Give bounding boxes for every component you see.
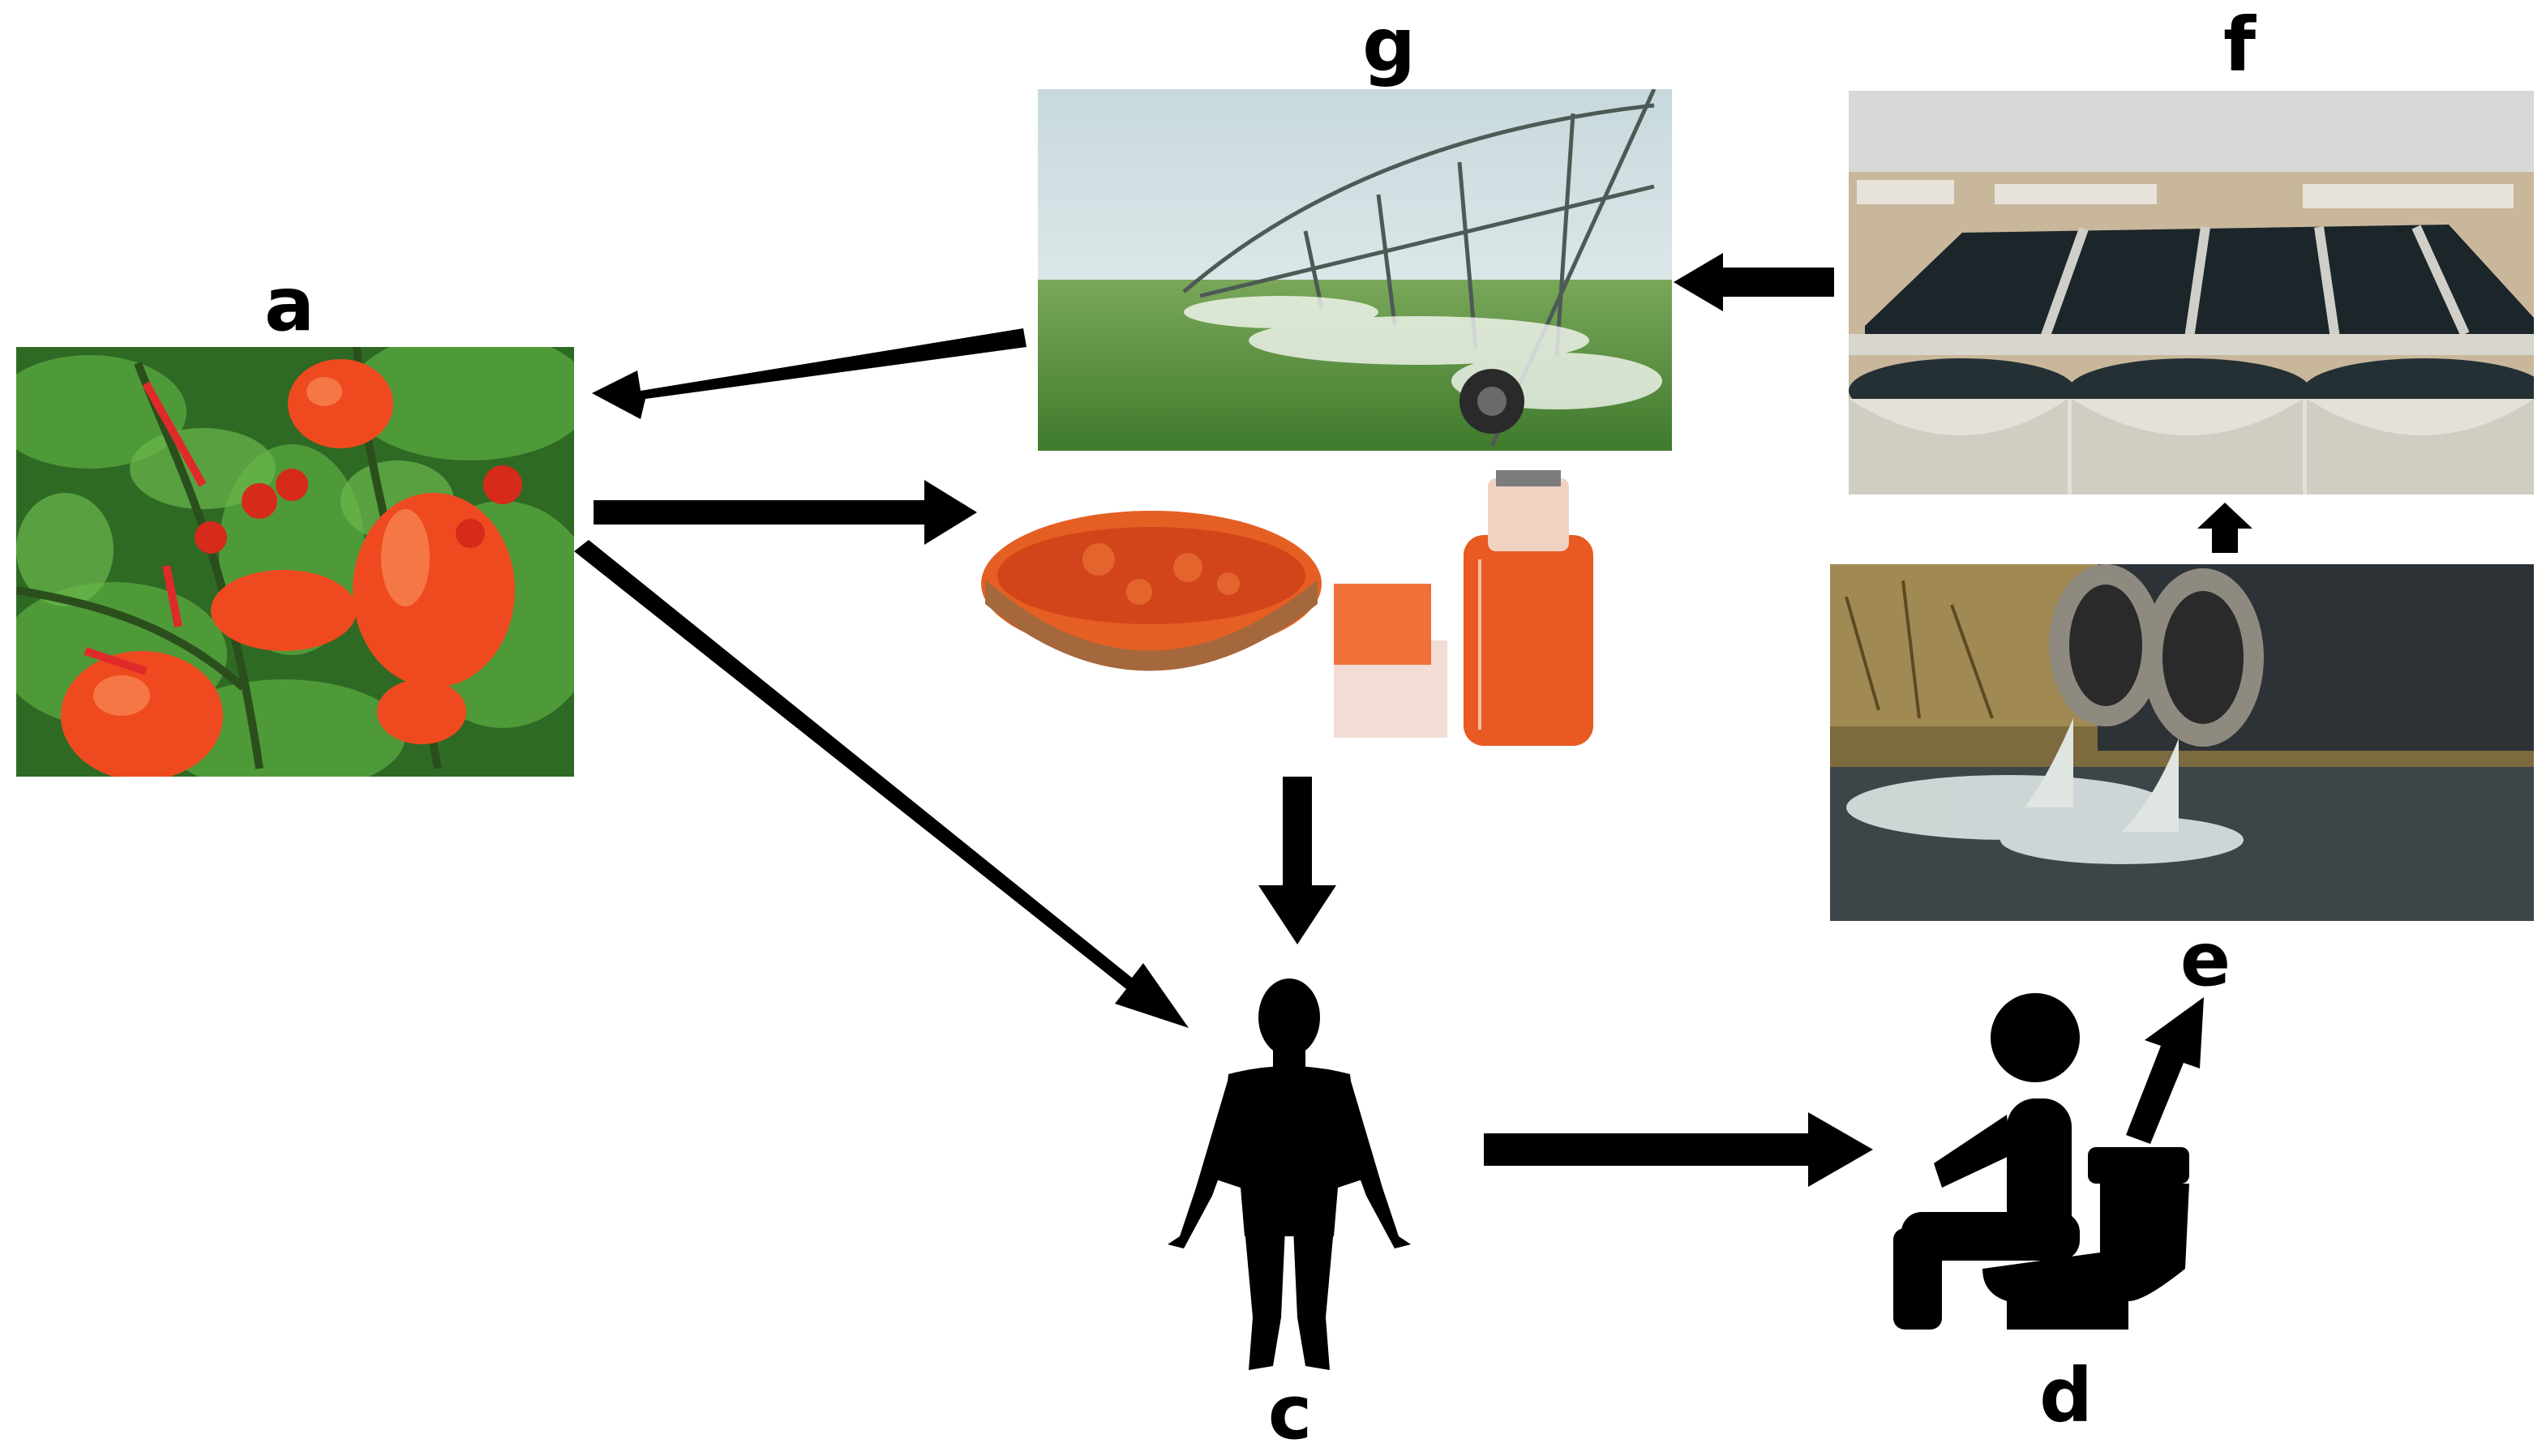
pepper-plant-image	[16, 347, 574, 777]
arrow-b-to-c	[1258, 777, 1336, 944]
label-a: a	[264, 261, 315, 348]
arrow-d-to-e	[2126, 997, 2204, 1144]
paprika-products-image	[977, 470, 1618, 762]
label-g: g	[1362, 2, 1416, 88]
label-c: c	[1267, 1369, 1313, 1456]
toilet-user-icon	[1885, 993, 2193, 1334]
arrow-a-to-c	[574, 540, 1189, 1028]
label-d: d	[2039, 1352, 2093, 1439]
label-f: f	[2222, 2, 2257, 88]
label-e: e	[2180, 916, 2231, 1003]
treatment-plant-image	[1849, 91, 2534, 495]
arrow-g-to-a	[592, 328, 1027, 419]
arrow-c-to-d	[1484, 1112, 1873, 1187]
wastewater-discharge-image	[1830, 564, 2534, 921]
arrow-a-to-b	[594, 480, 977, 545]
arrow-e-to-f	[2197, 503, 2252, 553]
arrow-f-to-g	[1674, 253, 1834, 311]
human-silhouette-icon	[1151, 977, 1427, 1382]
irrigation-image	[1038, 89, 1672, 451]
